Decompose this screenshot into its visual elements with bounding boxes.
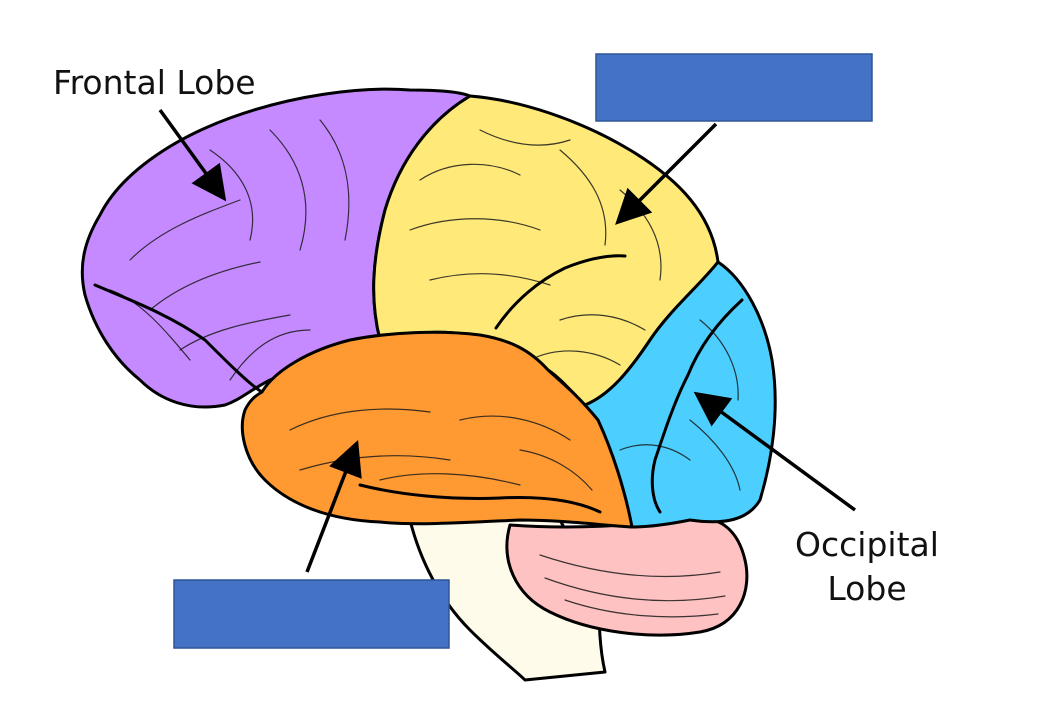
temporal-answer-box[interactable] (173, 579, 450, 649)
occipital-lobe-arrow (693, 391, 857, 512)
parietal-answer-box[interactable] (595, 53, 873, 122)
occipital-lobe-label-line1: Occipital (795, 525, 939, 564)
occipital-lobe-label-line2: Lobe (827, 569, 906, 608)
frontal-lobe-label: Frontal Lobe (53, 63, 256, 102)
temporal-lobe-arrow (305, 439, 362, 573)
parietal-lobe-arrow (615, 122, 718, 225)
frontal-lobe-arrow (158, 108, 227, 202)
